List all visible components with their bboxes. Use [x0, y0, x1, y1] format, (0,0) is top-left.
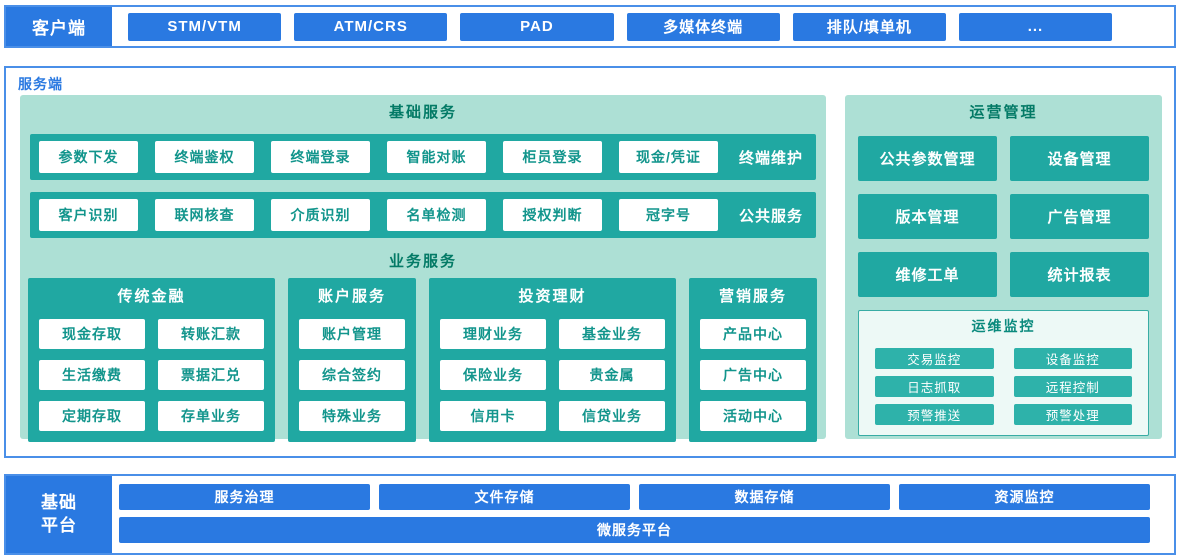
service-box: 联网核查 — [155, 199, 254, 231]
group-grid: 理财业务 基金业务 保险业务 贵金属 信用卡 信贷业务 — [429, 319, 676, 431]
platform-band-label-text: 基础平台 — [41, 492, 77, 535]
public-services-label: 公共服务 — [738, 207, 803, 225]
client-buttons-row: STM/VTM ATM/CRS PAD 多媒体终端 排队/填单机 ... — [112, 7, 1174, 46]
service-box: 终端鉴权 — [155, 141, 254, 173]
ops-version-mgmt: 版本管理 — [858, 194, 997, 239]
service-box: 参数下发 — [39, 141, 138, 173]
ops-ad-mgmt: 广告管理 — [1010, 194, 1149, 239]
monitor-grid: 交易监控 设备监控 日志抓取 远程控制 预警推送 预警处理 — [875, 348, 1132, 425]
group-title: 营销服务 — [718, 288, 787, 305]
business-box: 信贷业务 — [559, 401, 665, 431]
service-box: 名单检测 — [387, 199, 486, 231]
business-services-title: 业务服务 — [388, 253, 457, 270]
business-box: 综合签约 — [299, 360, 405, 390]
group-title: 投资理财 — [518, 288, 587, 305]
ops-device-mgmt: 设备管理 — [1010, 136, 1149, 181]
monitor-log-capture: 日志抓取 — [875, 376, 994, 397]
group-grid: 现金存取 转账汇款 生活缴费 票据汇兑 定期存取 存单业务 — [28, 319, 275, 431]
platform-file-storage: 文件存储 — [379, 484, 630, 510]
client-band-label: 客户端 — [6, 7, 112, 46]
monitor-title: 运维监控 — [971, 318, 1036, 334]
public-services-row: 客户识别 联网核查 介质识别 名单检测 授权判断 冠字号 公共服务 — [30, 192, 816, 238]
business-box: 存单业务 — [158, 401, 264, 431]
client-terminal-stm-vtm: STM/VTM — [128, 12, 282, 41]
group-title: 账户服务 — [317, 288, 386, 305]
service-box: 冠字号 — [619, 199, 718, 231]
business-box: 定期存取 — [39, 401, 145, 431]
microservice-platform: 微服务平台 — [119, 517, 1150, 543]
platform-data-storage: 数据存储 — [639, 484, 890, 510]
business-box: 特殊业务 — [299, 401, 405, 431]
client-terminal-more: ... — [958, 12, 1113, 41]
terminal-maintenance-row: 参数下发 终端鉴权 终端登录 智能对账 柜员登录 现金/凭证 终端维护 — [30, 134, 816, 180]
monitor-transaction: 交易监控 — [875, 348, 994, 369]
service-box: 客户识别 — [39, 199, 138, 231]
platform-row: 服务治理 文件存储 数据存储 资源监控 — [119, 484, 1150, 510]
client-terminal-queue-form: 排队/填单机 — [792, 12, 946, 41]
ops-statistics-report: 统计报表 — [1010, 252, 1149, 297]
monitor-alert-handle: 预警处理 — [1013, 404, 1132, 425]
group-grid: 产品中心 广告中心 活动中心 — [689, 319, 817, 431]
client-terminal-atm-crs: ATM/CRS — [294, 12, 448, 41]
business-box: 广告中心 — [700, 360, 806, 390]
service-box: 柜员登录 — [503, 141, 602, 173]
platform-band: 基础平台 服务治理 文件存储 数据存储 资源监控 微服务平台 — [4, 474, 1176, 555]
business-box: 理财业务 — [440, 319, 546, 349]
operations-grid: 公共参数管理 设备管理 版本管理 广告管理 维修工单 统计报表 — [858, 136, 1149, 297]
group-grid: 账户管理 综合签约 特殊业务 — [288, 319, 416, 431]
service-box: 现金/凭证 — [619, 141, 718, 173]
monitor-remote-control: 远程控制 — [1013, 376, 1132, 397]
ops-repair-ticket: 维修工单 — [858, 252, 997, 297]
basic-services-title: 基础服务 — [388, 104, 457, 121]
client-terminal-pad: PAD — [460, 12, 614, 41]
business-box: 转账汇款 — [158, 319, 264, 349]
business-box: 贵金属 — [559, 360, 665, 390]
group-marketing: 营销服务 产品中心 广告中心 活动中心 — [689, 278, 817, 442]
platform-band-label: 基础平台 — [6, 476, 112, 553]
server-band-label: 服务端 — [18, 76, 63, 92]
platform-wide-row: 微服务平台 — [119, 517, 1150, 543]
monitor-device: 设备监控 — [1013, 348, 1132, 369]
business-box: 生活缴费 — [39, 360, 145, 390]
platform-service-governance: 服务治理 — [119, 484, 370, 510]
business-box: 活动中心 — [700, 401, 806, 431]
business-groups: 传统金融 现金存取 转账汇款 生活缴费 票据汇兑 定期存取 存单业务 账户服务 … — [28, 278, 818, 442]
service-box: 智能对账 — [387, 141, 486, 173]
terminal-maintenance-label: 终端维护 — [738, 149, 803, 167]
business-box: 账户管理 — [299, 319, 405, 349]
group-traditional-finance: 传统金融 现金存取 转账汇款 生活缴费 票据汇兑 定期存取 存单业务 — [28, 278, 275, 442]
services-panel: 基础服务 参数下发 终端鉴权 终端登录 智能对账 柜员登录 现金/凭证 终端维护… — [20, 95, 826, 442]
operations-panel: 运营管理 公共参数管理 设备管理 版本管理 广告管理 维修工单 统计报表 运维监… — [845, 95, 1162, 439]
service-box: 授权判断 — [503, 199, 602, 231]
business-box: 现金存取 — [39, 319, 145, 349]
business-box: 基金业务 — [559, 319, 665, 349]
client-band: 客户端 STM/VTM ATM/CRS PAD 多媒体终端 排队/填单机 ... — [4, 5, 1176, 48]
group-title: 传统金融 — [117, 288, 186, 305]
client-terminal-multimedia: 多媒体终端 — [626, 12, 780, 41]
business-box: 产品中心 — [700, 319, 806, 349]
ops-public-param-mgmt: 公共参数管理 — [858, 136, 997, 181]
platform-resource-monitor: 资源监控 — [899, 484, 1150, 510]
service-box: 终端登录 — [271, 141, 370, 173]
platform-area: 服务治理 文件存储 数据存储 资源监控 微服务平台 — [112, 476, 1174, 553]
service-box: 介质识别 — [271, 199, 370, 231]
monitor-alert-push: 预警推送 — [875, 404, 994, 425]
monitor-panel: 运维监控 交易监控 设备监控 日志抓取 远程控制 预警推送 预警处理 — [858, 310, 1149, 436]
business-box: 保险业务 — [440, 360, 546, 390]
operations-title: 运营管理 — [969, 104, 1038, 121]
server-band: 服务端 基础服务 参数下发 终端鉴权 终端登录 智能对账 柜员登录 现金/凭证 … — [4, 66, 1176, 458]
group-account-services: 账户服务 账户管理 综合签约 特殊业务 — [288, 278, 416, 442]
group-investment: 投资理财 理财业务 基金业务 保险业务 贵金属 信用卡 信贷业务 — [429, 278, 676, 442]
business-box: 票据汇兑 — [158, 360, 264, 390]
business-box: 信用卡 — [440, 401, 546, 431]
